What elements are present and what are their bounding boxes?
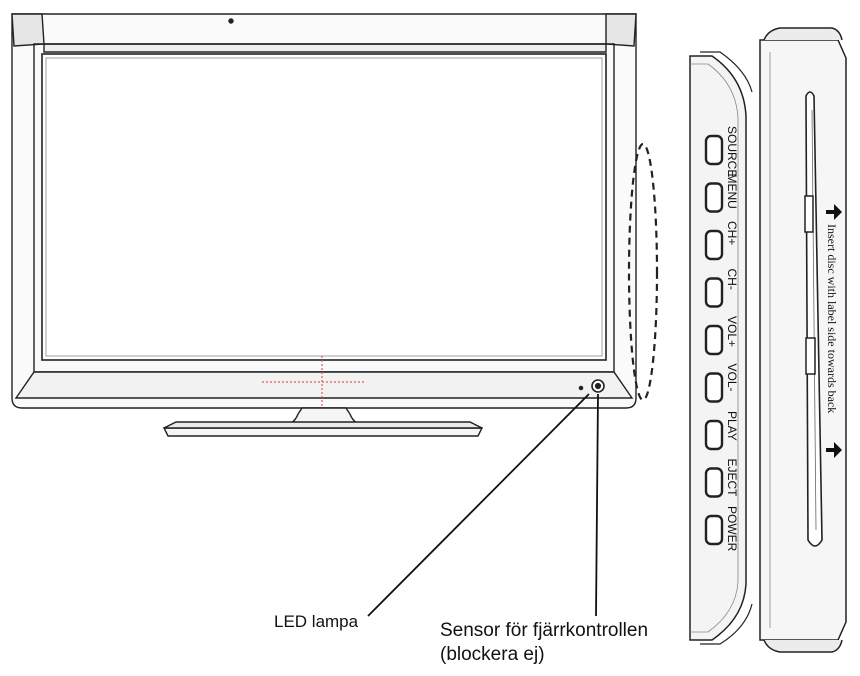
disc-slot-tab-top <box>804 195 814 233</box>
tv-top-bevel <box>43 43 607 53</box>
sensor-callout-sublabel: (blockera ej) <box>440 644 545 665</box>
disc-slot-tab-bottom <box>805 337 816 375</box>
side-button-label: VOL+ <box>725 316 739 347</box>
side-button-label: CH+ <box>725 221 739 245</box>
tv-corner-top-right <box>605 13 637 47</box>
side-button-play <box>704 419 724 451</box>
tv-corner-top-left <box>11 13 45 47</box>
led-leader-line <box>367 393 590 617</box>
tv-led-dot <box>578 385 584 391</box>
side-button-label: VOL- <box>725 364 739 392</box>
tv-top-dot <box>228 18 234 24</box>
tv-stand-plate <box>163 421 483 429</box>
tv-power-button-center <box>594 382 602 390</box>
tv-stand-base <box>162 427 484 437</box>
tv-center-mark <box>262 356 364 408</box>
side-button-ch-minus <box>704 277 724 308</box>
tv-stand <box>162 407 484 437</box>
side-button-label: PLAY <box>725 411 739 441</box>
side-button-label: CH- <box>725 269 739 290</box>
side-button-eject <box>704 467 724 498</box>
side-buttons-highlight <box>627 142 659 402</box>
side-button-label: SOURCE <box>725 126 739 177</box>
disc-panel-bottom-cap <box>763 639 843 653</box>
side-panel-top-cap <box>700 51 753 93</box>
side-button-label: EJECT <box>725 459 739 498</box>
side-button-vol-minus <box>704 372 724 403</box>
side-button-source <box>704 134 724 166</box>
disc-slot-panel <box>759 27 847 653</box>
side-button-label: MENU <box>725 174 739 209</box>
side-button-power <box>704 514 724 546</box>
side-button-label: POWER <box>725 506 739 552</box>
tv-front <box>11 13 637 409</box>
side-button-ch-plus <box>704 229 724 261</box>
side-panel-bottom-cap <box>700 603 753 645</box>
side-button-vol-plus <box>704 324 724 356</box>
arrow-right-icon <box>826 204 842 220</box>
side-panel-inner-edge <box>690 63 739 633</box>
led-callout-label: LED lampa <box>274 612 359 631</box>
tv-screen-inner-edge <box>45 57 603 357</box>
callout-leaders <box>367 393 599 617</box>
tv-screen <box>41 53 607 361</box>
sensor-leader-line <box>595 393 599 617</box>
disc-instruction-text: Insert disc with label side towards back <box>825 224 839 413</box>
tv-bottom-bevel <box>14 371 634 399</box>
arrow-right-icon <box>826 442 842 458</box>
sensor-callout-label: Sensor för fjärrkontrollen <box>440 620 649 641</box>
disc-panel-top-cap <box>763 27 843 41</box>
side-button-menu <box>704 182 724 213</box>
disc-slot-centre <box>811 109 817 531</box>
